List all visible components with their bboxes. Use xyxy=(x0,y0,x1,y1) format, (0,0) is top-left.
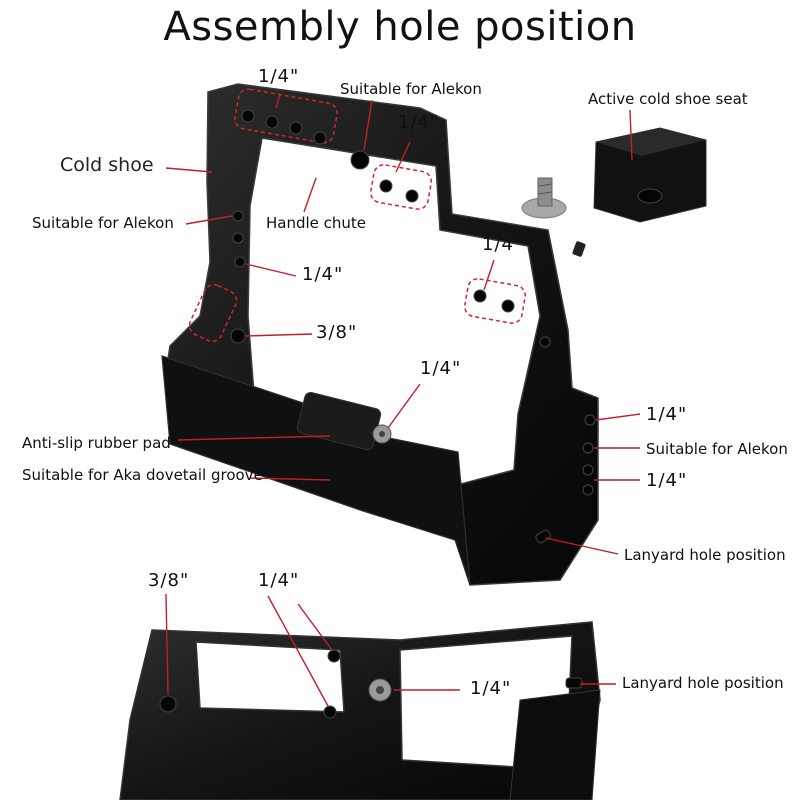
label-side-quarter-1: 1/4" xyxy=(646,404,688,425)
label-lanyard-2: Lanyard hole position xyxy=(622,674,784,692)
hole-side-1 xyxy=(584,414,596,426)
label-left-three-eighths: 3/8" xyxy=(316,322,358,343)
hole-side-3 xyxy=(582,464,594,476)
label-left-quarter: 1/4" xyxy=(302,264,344,285)
closeup-handle xyxy=(509,689,601,800)
lanyard-slot-2 xyxy=(565,677,583,689)
closeup-hole-three-eighths xyxy=(159,695,177,713)
grub-screw xyxy=(572,241,586,257)
label-top-quarter-mid: 1/4" xyxy=(398,112,440,133)
hole-left-2 xyxy=(232,232,244,244)
loose-screw xyxy=(521,177,567,219)
label-dovetail: Suitable for Aka dovetail groove xyxy=(22,466,263,484)
hole-alekon-top xyxy=(350,150,370,170)
label-bottom-quarter-1: 1/4" xyxy=(258,570,300,591)
label-right-quarter-top: 1/4" xyxy=(482,234,524,255)
label-side-quarter-2: 1/4" xyxy=(646,470,688,491)
hole-highlights xyxy=(188,88,527,343)
hole-quarter-top-2 xyxy=(265,115,279,129)
hole-quarter-mid-2 xyxy=(405,189,419,203)
hole-quarter-mid-1 xyxy=(379,179,393,193)
hole-quarter-right-2 xyxy=(501,299,515,313)
hole-quarter-top-3 xyxy=(289,121,303,135)
hole-quarter-right-1 xyxy=(473,289,487,303)
label-top-alekon: Suitable for Alekon xyxy=(340,80,482,98)
hole-alekon-left xyxy=(232,210,244,222)
lanyard-slot-1 xyxy=(535,529,551,544)
leader-lines xyxy=(165,93,641,707)
hole-quarter-top-4 xyxy=(313,131,327,145)
label-handle-chute: Handle chute xyxy=(266,214,367,232)
label-left-alekon: Suitable for Alekon xyxy=(32,214,174,232)
label-side-alekon: Suitable for Alekon xyxy=(646,440,788,458)
label-top-quarter-left: 1/4" xyxy=(258,66,300,87)
label-base-quarter: 1/4" xyxy=(420,358,462,379)
page-title: Assembly hole position xyxy=(163,4,637,50)
hole-corner xyxy=(539,336,551,348)
label-cold-shoe: Cold shoe xyxy=(60,154,154,176)
hole-three-eighths-left xyxy=(230,328,246,344)
hole-quarter-top-1 xyxy=(241,109,255,123)
label-bottom-three-eighths: 3/8" xyxy=(148,570,190,591)
label-anti-slip: Anti-slip rubber pad xyxy=(22,434,171,452)
label-bottom-quarter-2: 1/4" xyxy=(470,678,512,699)
hole-side-alekon xyxy=(582,442,594,454)
cold-shoe-seat xyxy=(593,127,707,223)
hole-side-4 xyxy=(582,484,594,496)
label-lanyard-1: Lanyard hole position xyxy=(624,546,786,564)
closeup-hole-quarter-1 xyxy=(327,649,341,663)
closeup-hole-quarter-2 xyxy=(323,705,337,719)
hole-quarter-left xyxy=(234,256,246,268)
label-active-cold-shoe: Active cold shoe seat xyxy=(588,90,748,108)
